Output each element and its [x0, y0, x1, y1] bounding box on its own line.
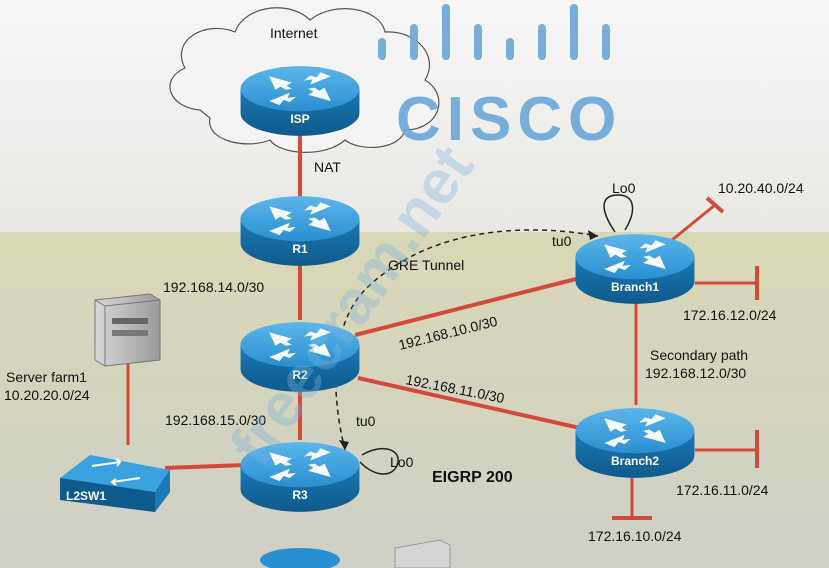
l2sw1-switch: L2SW1	[60, 455, 170, 512]
router-branch1: Branch1	[575, 234, 695, 304]
nat-label: NAT	[314, 159, 341, 175]
router-partial-bottom	[260, 548, 340, 568]
net-r2-r3-label: 192.168.15.0/30	[165, 412, 266, 428]
cisco-logo-text: CISCO	[396, 85, 622, 154]
branch1-label: Branch1	[611, 280, 659, 294]
logo-bar	[538, 24, 546, 60]
net-b1-right-label: 172.16.12.0/24	[683, 307, 777, 323]
logo-bar	[570, 4, 578, 60]
logo-bar	[602, 24, 610, 60]
router-r2: R2	[240, 322, 360, 392]
logo-bar	[442, 4, 450, 60]
net-r1-r2-label: 192.168.14.0/30	[163, 279, 264, 295]
server-farm-label: Server farm1	[6, 369, 87, 385]
branch2-label: Branch2	[611, 454, 659, 468]
router-isp: ISP	[240, 66, 360, 136]
gre-arrow-r3	[339, 440, 349, 450]
net-b2-right-label: 172.16.11.0/24	[676, 482, 769, 498]
loopback-r3	[359, 447, 399, 475]
l2sw1-label: L2SW1	[66, 489, 106, 503]
lo0-r3-label: Lo0	[390, 454, 414, 470]
loopback-branch1	[603, 194, 634, 233]
secondary-path-label: Secondary path	[650, 347, 748, 363]
r2-label: R2	[292, 368, 308, 382]
gre-arrow-branch1	[588, 230, 598, 240]
link-r2-branch1	[354, 276, 581, 337]
internet-label: Internet	[270, 25, 318, 41]
gre-tunnel-path	[335, 229, 599, 451]
server-partial-bottom	[394, 539, 451, 568]
net-b2-bottom-label: 172.16.10.0/24	[588, 528, 682, 544]
stub-branch1-top-end	[705, 196, 725, 214]
link-l2sw1-r3	[164, 463, 246, 470]
logo-bar	[506, 38, 514, 60]
stub-branch1-top	[671, 203, 716, 242]
net-b1-b2-label: 192.168.12.0/30	[645, 365, 746, 381]
gre-tunnel-label: GRE Tunnel	[388, 257, 464, 273]
router-r1: R1	[240, 196, 360, 266]
router-branch2: Branch2	[575, 408, 695, 478]
tu0-branch1-label: tu0	[552, 233, 572, 249]
eigrp-label: EIGRP 200	[432, 469, 513, 486]
cisco-logo: CISCO	[378, 4, 622, 154]
lo0-branch1-label: Lo0	[612, 180, 636, 196]
r3-label: R3	[292, 488, 308, 502]
link-r2-branch2	[357, 376, 581, 430]
net-b1-top-label: 10.20.40.0/24	[718, 180, 804, 196]
logo-bar	[378, 38, 386, 60]
logo-bar	[410, 24, 418, 60]
links	[126, 130, 759, 520]
logo-bar	[474, 24, 482, 60]
isp-label: ISP	[290, 112, 309, 126]
tu0-r3-label: tu0	[356, 413, 376, 429]
r1-label: R1	[292, 242, 308, 256]
server-farm-icon	[94, 293, 161, 367]
router-r3: R3	[240, 442, 360, 512]
server-net-label: 10.20.20.0/24	[4, 387, 90, 403]
